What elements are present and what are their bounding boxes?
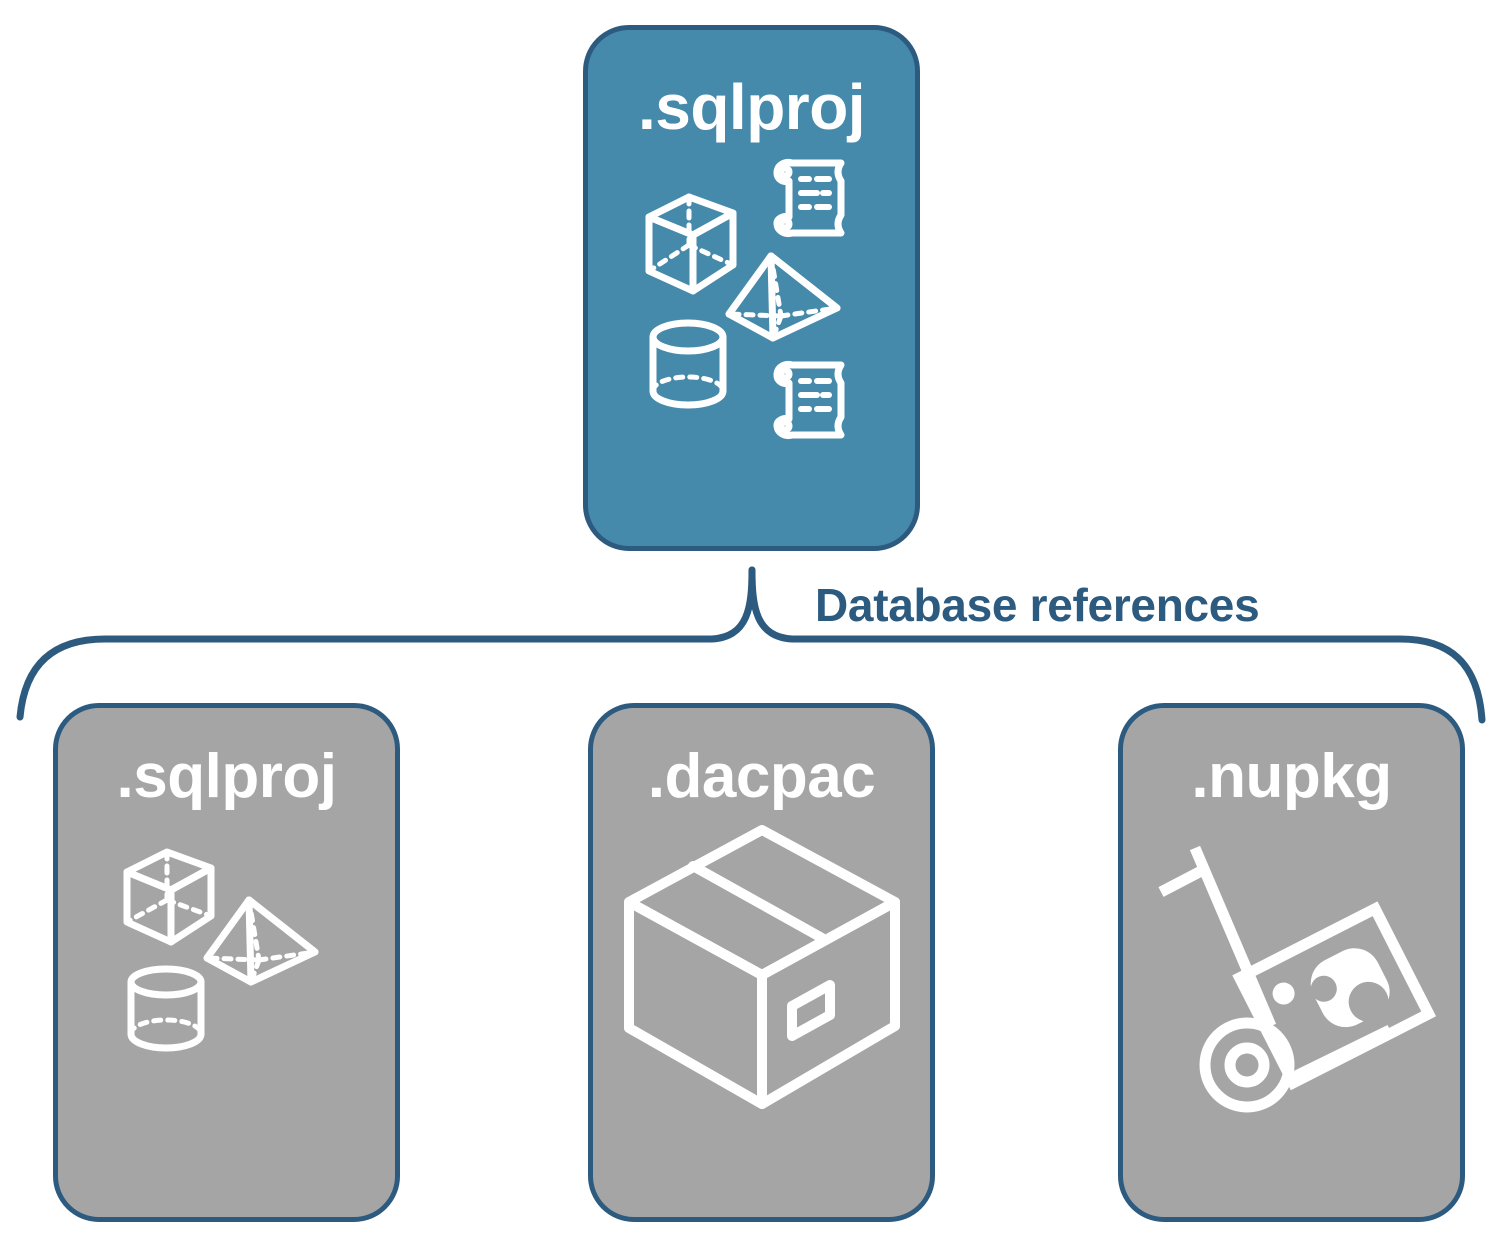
scroll-document-icon-2 — [773, 361, 844, 439]
database-objects-icon — [117, 846, 337, 1061]
wireframe-cylinder-icon — [127, 965, 204, 1052]
wireframe-cube-icon — [123, 848, 214, 946]
node-card-sqlproj-child[interactable]: .sqlproj — [53, 703, 400, 1222]
node-title-sqlproj-child: .sqlproj — [116, 742, 337, 811]
wireframe-pyramid-icon — [725, 252, 840, 342]
wireframe-cube-icon — [645, 193, 736, 295]
hand-truck-shaft — [1189, 845, 1276, 1029]
shipping-box-icon — [617, 818, 907, 1118]
node-title-nupkg: .nupkg — [1191, 742, 1392, 811]
box-right-face — [756, 897, 900, 1109]
scroll-document-icon-1 — [773, 159, 844, 237]
wireframe-pyramid-icon — [203, 896, 318, 986]
box-tape-strip — [687, 861, 827, 943]
database-objects-icon — [637, 157, 867, 447]
node-title-sqlproj-top: .sqlproj — [637, 71, 866, 143]
node-card-sqlproj-top[interactable]: .sqlproj — [583, 25, 920, 551]
connector-label: Database references — [815, 579, 1260, 631]
node-title-dacpac: .dacpac — [647, 742, 876, 811]
hand-truck-package-icon — [1147, 830, 1437, 1130]
hand-truck-wheel — [1199, 1017, 1294, 1113]
node-card-nupkg[interactable]: .nupkg — [1118, 703, 1465, 1222]
node-card-dacpac[interactable]: .dacpac — [588, 703, 935, 1222]
box-left-face — [623, 897, 767, 1109]
nuget-package-box — [1231, 901, 1436, 1091]
database-references-brace — [16, 566, 1486, 724]
box-shipping-label — [786, 980, 835, 1041]
wireframe-cylinder-icon — [649, 319, 726, 409]
nuget-logo-holes — [1310, 975, 1389, 1022]
